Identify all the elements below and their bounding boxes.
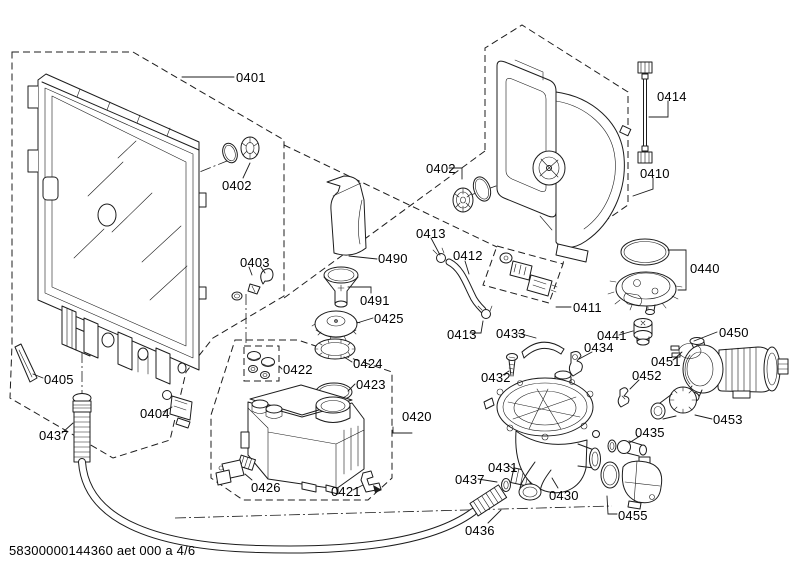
seal-set-0422 xyxy=(247,351,275,379)
duct-assembly-0410 xyxy=(496,59,632,263)
part-label-0430: 0430 xyxy=(549,488,579,503)
part-label-0414: 0414 xyxy=(657,89,687,104)
hose-coupling-0436 xyxy=(469,484,508,517)
part-label-0413-bottom: 0413 xyxy=(447,327,477,342)
inner-door-panel-drawing xyxy=(27,73,207,385)
group-boundary-0411 xyxy=(482,245,564,304)
part-label-0441: 0441 xyxy=(597,328,627,343)
group-boundary-door-0401 xyxy=(9,51,285,459)
hose-ring-0437-right xyxy=(501,478,511,492)
bracket-0452 xyxy=(617,387,630,408)
check-valve-0435 xyxy=(607,439,647,457)
clip-0421 xyxy=(360,470,382,493)
clamp-0451 xyxy=(670,343,702,359)
part-label-0402-left: 0402 xyxy=(222,178,252,193)
part-label-0402-right: 0402 xyxy=(426,161,456,176)
softener-body-0420 xyxy=(240,384,365,495)
part-label-0451: 0451 xyxy=(651,354,681,369)
part-label-0435: 0435 xyxy=(635,425,665,440)
clamp-0413-top xyxy=(436,253,446,263)
sleeve-0453 xyxy=(650,386,697,420)
part-label-0453: 0453 xyxy=(713,412,743,427)
duct-seal-rings-0402-right xyxy=(452,176,492,213)
part-label-0437-left: 0437 xyxy=(39,428,69,443)
part-label-0455: 0455 xyxy=(618,508,648,523)
part-label-0426: 0426 xyxy=(251,480,281,495)
part-label-0425: 0425 xyxy=(374,311,404,326)
part-label-0434: 0434 xyxy=(584,340,614,355)
part-label-0436: 0436 xyxy=(465,523,495,538)
sump-0430 xyxy=(483,370,601,501)
part-label-0423: 0423 xyxy=(356,377,386,392)
pump-housing-0440 xyxy=(607,238,683,315)
part-label-0421: 0421 xyxy=(331,484,361,499)
drain-pump-0455 xyxy=(600,456,663,510)
document-code: 58300000144360 aet 000 a 4/6 xyxy=(9,543,196,558)
part-label-0405: 0405 xyxy=(44,372,74,387)
clamp-0413-bottom xyxy=(481,309,491,319)
group-boundary-dispenser-0420 xyxy=(210,339,393,501)
valve-0426 xyxy=(215,454,256,486)
group-boundary-duct-0410 xyxy=(283,24,629,299)
part-label-0410: 0410 xyxy=(640,166,670,181)
softener-cap-0425 xyxy=(311,310,361,341)
strip-0405 xyxy=(14,343,38,383)
part-label-0452: 0452 xyxy=(632,368,662,383)
part-label-0431: 0431 xyxy=(488,460,518,475)
funnel-0491 xyxy=(323,266,359,308)
part-label-0413-top: 0413 xyxy=(416,226,446,241)
part-label-0432: 0432 xyxy=(481,370,511,385)
part-label-0411: 0411 xyxy=(573,300,602,315)
part-label-0422: 0422 xyxy=(283,362,313,377)
part-label-0404: 0404 xyxy=(140,406,170,421)
part-label-0401: 0401 xyxy=(236,70,266,85)
part-label-0424: 0424 xyxy=(353,356,383,371)
part-label-0433: 0433 xyxy=(496,326,526,341)
part-label-0490: 0490 xyxy=(378,251,408,266)
bracket-0433 xyxy=(521,341,565,359)
threaded-ring-0424 xyxy=(314,338,356,360)
part-label-0491: 0491 xyxy=(360,293,390,308)
leader-lines xyxy=(32,76,718,524)
circulation-pump-0450 xyxy=(682,337,789,403)
part-label-0437-right: 0437 xyxy=(455,472,485,487)
sensor-set-0411 xyxy=(499,252,558,297)
clip-0434 xyxy=(568,351,583,377)
door-seal-rings-0402-left xyxy=(222,136,260,164)
part-label-0440: 0440 xyxy=(690,261,720,276)
cap-0441 xyxy=(633,318,653,346)
part-label-0412: 0412 xyxy=(453,248,483,263)
jug-0490 xyxy=(326,175,367,256)
screw-0432 xyxy=(506,353,518,377)
fastener-set-0403 xyxy=(231,268,274,301)
cable-0414 xyxy=(637,61,653,164)
hose-0412 xyxy=(432,247,493,319)
part-label-0403: 0403 xyxy=(240,255,270,270)
drain-hose-0437 xyxy=(72,393,539,554)
part-label-0420: 0420 xyxy=(402,409,432,424)
group-boundary-seals-0422 xyxy=(243,345,280,382)
part-label-0450: 0450 xyxy=(719,325,749,340)
